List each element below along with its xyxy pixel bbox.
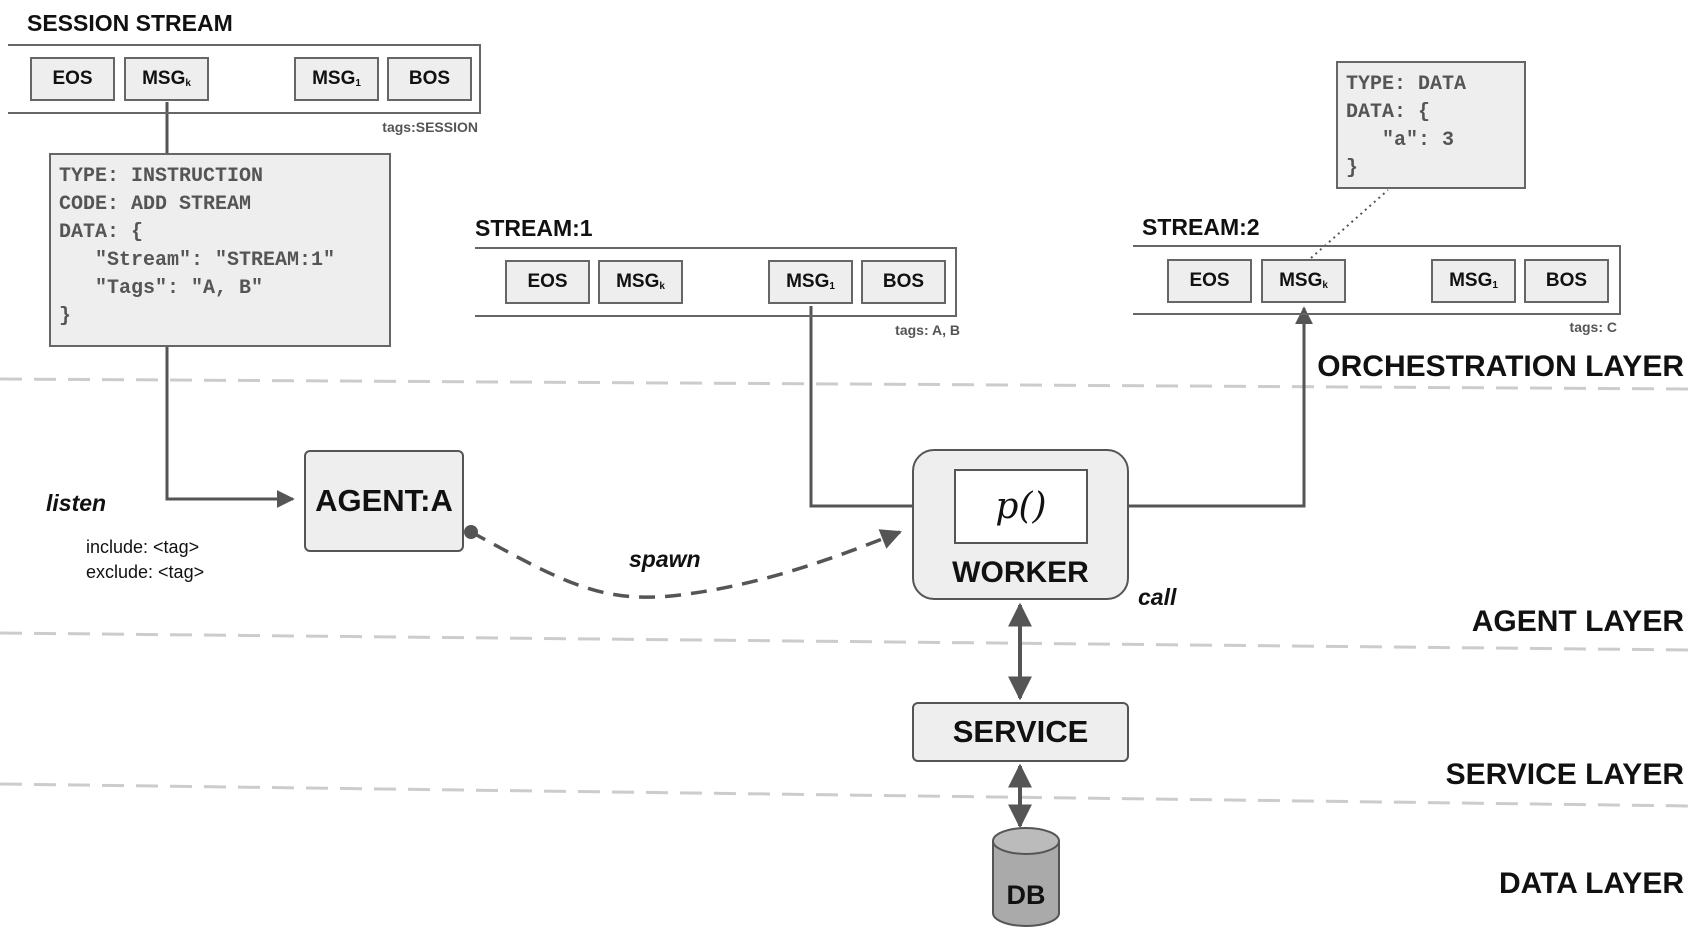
listen-include: include: <tag> <box>86 537 200 557</box>
session-stream-tags: tags:SESSION <box>382 119 478 135</box>
stream2-slot-eos: EOS <box>1167 259 1252 303</box>
session-stream-frame <box>8 44 481 114</box>
layer-data: DATA LAYER <box>1498 867 1684 900</box>
session-slot-bos: BOS <box>387 57 472 101</box>
divider-service <box>0 782 1691 808</box>
layer-service: SERVICE LAYER <box>1445 758 1684 791</box>
layer-agent: AGENT LAYER <box>1471 605 1684 638</box>
stream2-frame <box>1133 245 1621 315</box>
listen-arrow <box>165 346 295 508</box>
stream1-title: STREAM:1 <box>475 215 593 241</box>
spawn-label: spawn <box>629 546 701 572</box>
data-message-link <box>1310 189 1389 259</box>
db-cylinder-icon <box>992 827 1060 927</box>
listen-label: listen <box>46 490 107 516</box>
stream1-slot-eos: EOS <box>505 260 590 304</box>
db-label: DB <box>1006 880 1046 910</box>
stream2-slot-bos: BOS <box>1524 259 1609 303</box>
service-node: SERVICE <box>912 702 1129 762</box>
agent-node: AGENT:A <box>304 450 464 552</box>
divider-orchestration <box>0 377 1691 391</box>
stream1-slot-bos: BOS <box>861 260 946 304</box>
worker-to-stream2-arrow <box>1088 306 1313 508</box>
stream1-frame <box>475 247 957 317</box>
session-slot-eos: EOS <box>30 57 115 101</box>
listen-exclude: exclude: <tag> <box>86 562 205 582</box>
worker-label: WORKER <box>952 556 1089 589</box>
stream2-title: STREAM:2 <box>1142 214 1260 240</box>
stream2-tags: tags: C <box>1569 319 1617 335</box>
stream1-to-worker-arrow <box>809 306 954 515</box>
layer-orchestration: ORCHESTRATION LAYER <box>1317 350 1684 383</box>
stream1-tags: tags: A, B <box>895 322 960 338</box>
spawn-arrow <box>470 529 902 599</box>
divider-agent <box>0 631 1691 652</box>
session-stream-title: SESSION STREAM <box>27 10 233 36</box>
worker-function-box: p() <box>954 469 1088 544</box>
call-label: call <box>1138 584 1177 610</box>
